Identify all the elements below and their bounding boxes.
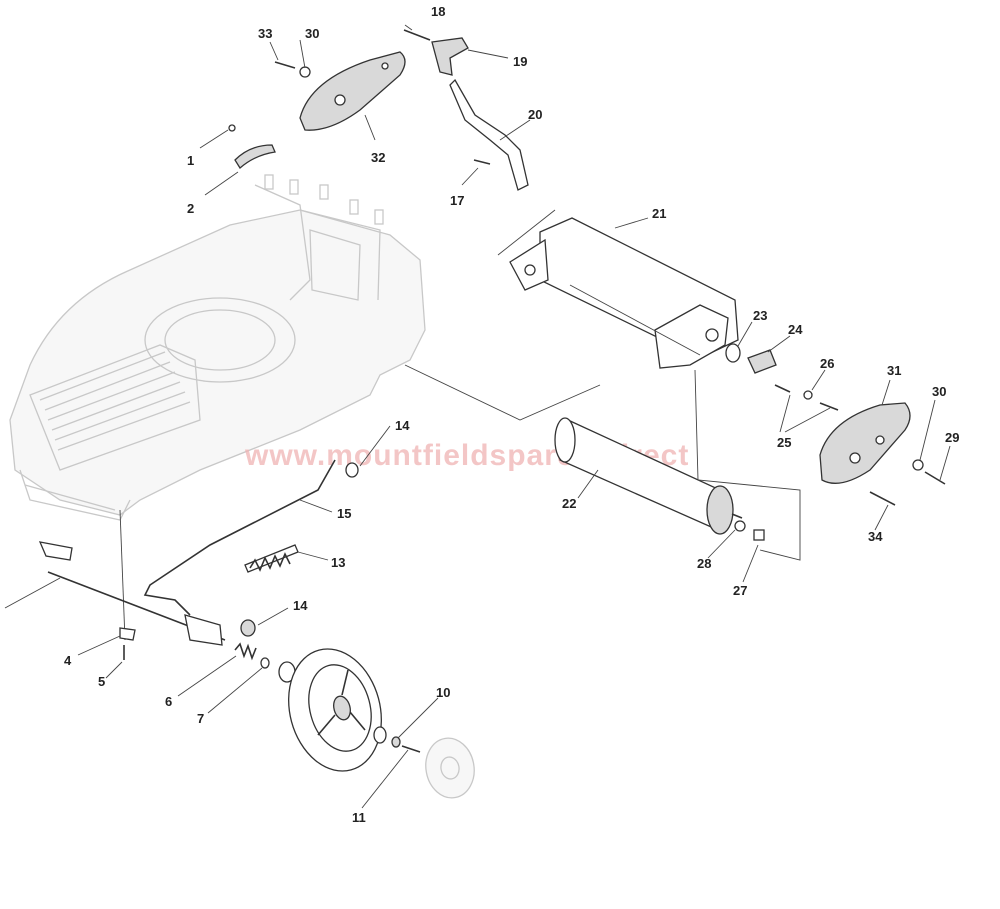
part-number-labels: 1 2 4 5 6 7 10 11 13 14 14 15 17 18 19 2… xyxy=(64,4,959,825)
part-label: 5 xyxy=(98,674,105,689)
part-label: 15 xyxy=(337,506,351,521)
rear-cover-left xyxy=(299,51,406,131)
part-label: 19 xyxy=(513,54,527,69)
part-label: 20 xyxy=(528,107,542,122)
assembly-guide-lines xyxy=(119,209,801,641)
part-label: 32 xyxy=(371,150,385,165)
part-label: 13 xyxy=(331,555,345,570)
part-label: 22 xyxy=(562,496,576,511)
bracket-part-2 xyxy=(228,124,276,169)
part-label: 11 xyxy=(352,810,366,825)
part-label: 14 xyxy=(395,418,410,433)
part-label: 27 xyxy=(733,583,747,598)
part-label: 14 xyxy=(293,598,308,613)
part-label: 29 xyxy=(945,430,959,445)
part-label: 6 xyxy=(165,694,172,709)
handle-bracket xyxy=(403,29,529,191)
part-label: 18 xyxy=(431,4,445,19)
part-label: 25 xyxy=(777,435,791,450)
part-label: 23 xyxy=(753,308,767,323)
part-label: 1 xyxy=(187,153,194,168)
part-label: 2 xyxy=(187,201,194,216)
height-adjust-linkage xyxy=(143,459,359,616)
part-label: 30 xyxy=(305,26,319,41)
roller-housing xyxy=(509,217,739,369)
label-leaders xyxy=(4,24,951,809)
front-wheel xyxy=(288,648,382,772)
wheel-fixings xyxy=(373,726,421,753)
mower-deck-outline xyxy=(9,174,426,521)
part-label: 33 xyxy=(258,26,272,41)
front-axle-assembly xyxy=(38,541,296,683)
part-label: 28 xyxy=(697,556,711,571)
hubcap xyxy=(425,737,475,799)
part-label: 34 xyxy=(868,529,883,544)
rear-roller xyxy=(554,417,765,541)
part-label: 26 xyxy=(820,356,834,371)
part-label: 10 xyxy=(436,685,450,700)
roller-fixings xyxy=(725,343,839,411)
part-label: 31 xyxy=(887,363,901,378)
part-label: 24 xyxy=(788,322,803,337)
rear-cover-right xyxy=(819,402,946,506)
part-label: 4 xyxy=(64,653,72,668)
part-label: 17 xyxy=(450,193,464,208)
part-label: 30 xyxy=(932,384,946,399)
part-label: 21 xyxy=(652,206,666,221)
part-label: 7 xyxy=(197,711,204,726)
